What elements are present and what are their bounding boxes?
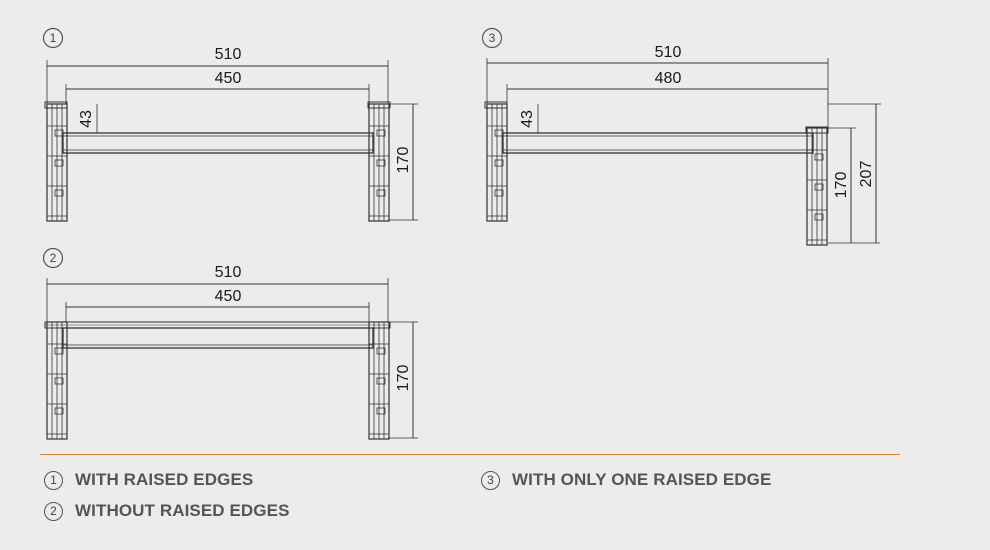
shelf-board — [62, 132, 374, 154]
right-post — [368, 321, 390, 440]
diagram-1: 1 510 450 43 170 — [42, 27, 418, 222]
edge-height-label: 43 — [519, 110, 536, 128]
shelf-board — [502, 132, 814, 154]
diagram-2: 2 510 450 170 — [42, 247, 418, 440]
legend-badge: 1 — [44, 470, 63, 490]
legend-label: WITH ONLY ONE RAISED EDGE — [512, 470, 772, 489]
overall-width-label: 510 — [215, 46, 242, 63]
legend-badge: 2 — [44, 501, 63, 521]
overall-width-label: 510 — [215, 264, 242, 281]
left-post — [486, 103, 508, 222]
legend-item-1: 1 WITH RAISED EDGES — [44, 470, 253, 490]
legend-item-3: 3 WITH ONLY ONE RAISED EDGE — [481, 470, 771, 490]
legend-label: WITH RAISED EDGES — [75, 470, 254, 489]
legend-badge: 3 — [481, 470, 500, 490]
left-post — [46, 103, 68, 222]
height-label: 170 — [833, 172, 850, 199]
shelf-board — [62, 327, 374, 349]
height-label: 170 — [395, 147, 412, 174]
diagram-badge — [42, 247, 64, 269]
legend-divider — [40, 454, 900, 455]
left-post — [46, 321, 68, 440]
overall-width-label: 510 — [655, 44, 682, 61]
height-label: 170 — [395, 365, 412, 392]
legend-label: WITHOUT RAISED EDGES — [75, 501, 290, 520]
edge-height-label: 43 — [78, 110, 95, 128]
diagram-3: 3 510 480 43 170 207 — [481, 27, 881, 246]
diagram-badge-number: 3 — [489, 31, 496, 45]
inner-width-label: 480 — [655, 70, 682, 87]
inner-width-label: 450 — [215, 288, 242, 305]
right-post — [368, 103, 390, 222]
right-post — [806, 127, 828, 246]
diagram-badge — [481, 27, 503, 49]
diagram-badge-number: 1 — [50, 31, 57, 45]
total-height-label: 207 — [858, 161, 875, 188]
diagram-badge-number: 2 — [50, 251, 57, 265]
legend-item-2: 2 WITHOUT RAISED EDGES — [44, 501, 290, 521]
inner-width-label: 450 — [215, 70, 242, 87]
diagram-badge — [42, 27, 64, 49]
